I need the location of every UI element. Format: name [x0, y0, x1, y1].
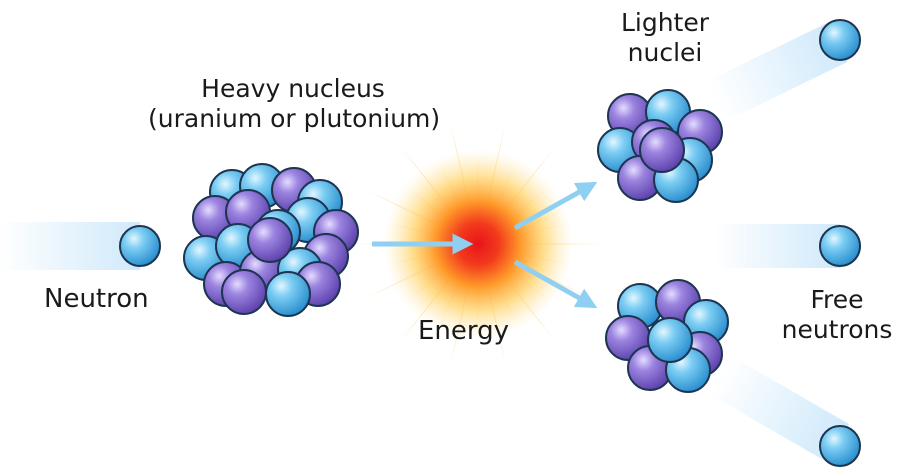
heavy-nucleus-label-line2: (uranium or plutonium) [148, 104, 441, 133]
arrow-to-lower-nucleus [513, 259, 598, 309]
arrow-to-upper-nucleus [513, 181, 598, 231]
neutron [647, 317, 693, 363]
free-neutron-top [819, 19, 861, 61]
heavy-nucleus-label: Heavy nucleus (uranium or plutonium) [148, 74, 441, 134]
lighter-nuclei-label-line2: nuclei [627, 38, 703, 67]
lighter-nucleus-upper [597, 89, 723, 203]
free-neutron-bottom [819, 425, 861, 467]
neutron-label: Neutron [44, 284, 149, 314]
free-neutrons-label: Free neutrons [772, 285, 902, 345]
free-neutrons-label-line1: Free [810, 285, 864, 314]
neutron [265, 271, 311, 317]
free-neutron-trail-bottom [710, 356, 849, 463]
free-neutron-trail-top [707, 22, 848, 121]
lighter-nuclei-label: Lighter nuclei [600, 8, 730, 68]
heavy-nucleus-label-line1: Heavy nucleus [201, 74, 385, 103]
lighter-nuclei-label-line1: Lighter [620, 8, 710, 37]
energy-label: Energy [418, 316, 510, 346]
energy-core [383, 149, 573, 339]
particles [119, 19, 861, 467]
incoming-neutron-trail [0, 222, 140, 270]
proton [221, 269, 267, 315]
proton [639, 127, 685, 173]
free-neutron-middle [819, 225, 861, 267]
free-neutrons-label-line2: neutrons [781, 315, 893, 344]
heavy-nucleus [183, 163, 359, 317]
incoming-neutron [119, 225, 161, 267]
lighter-nucleus-lower [605, 279, 729, 393]
proton [247, 217, 293, 263]
